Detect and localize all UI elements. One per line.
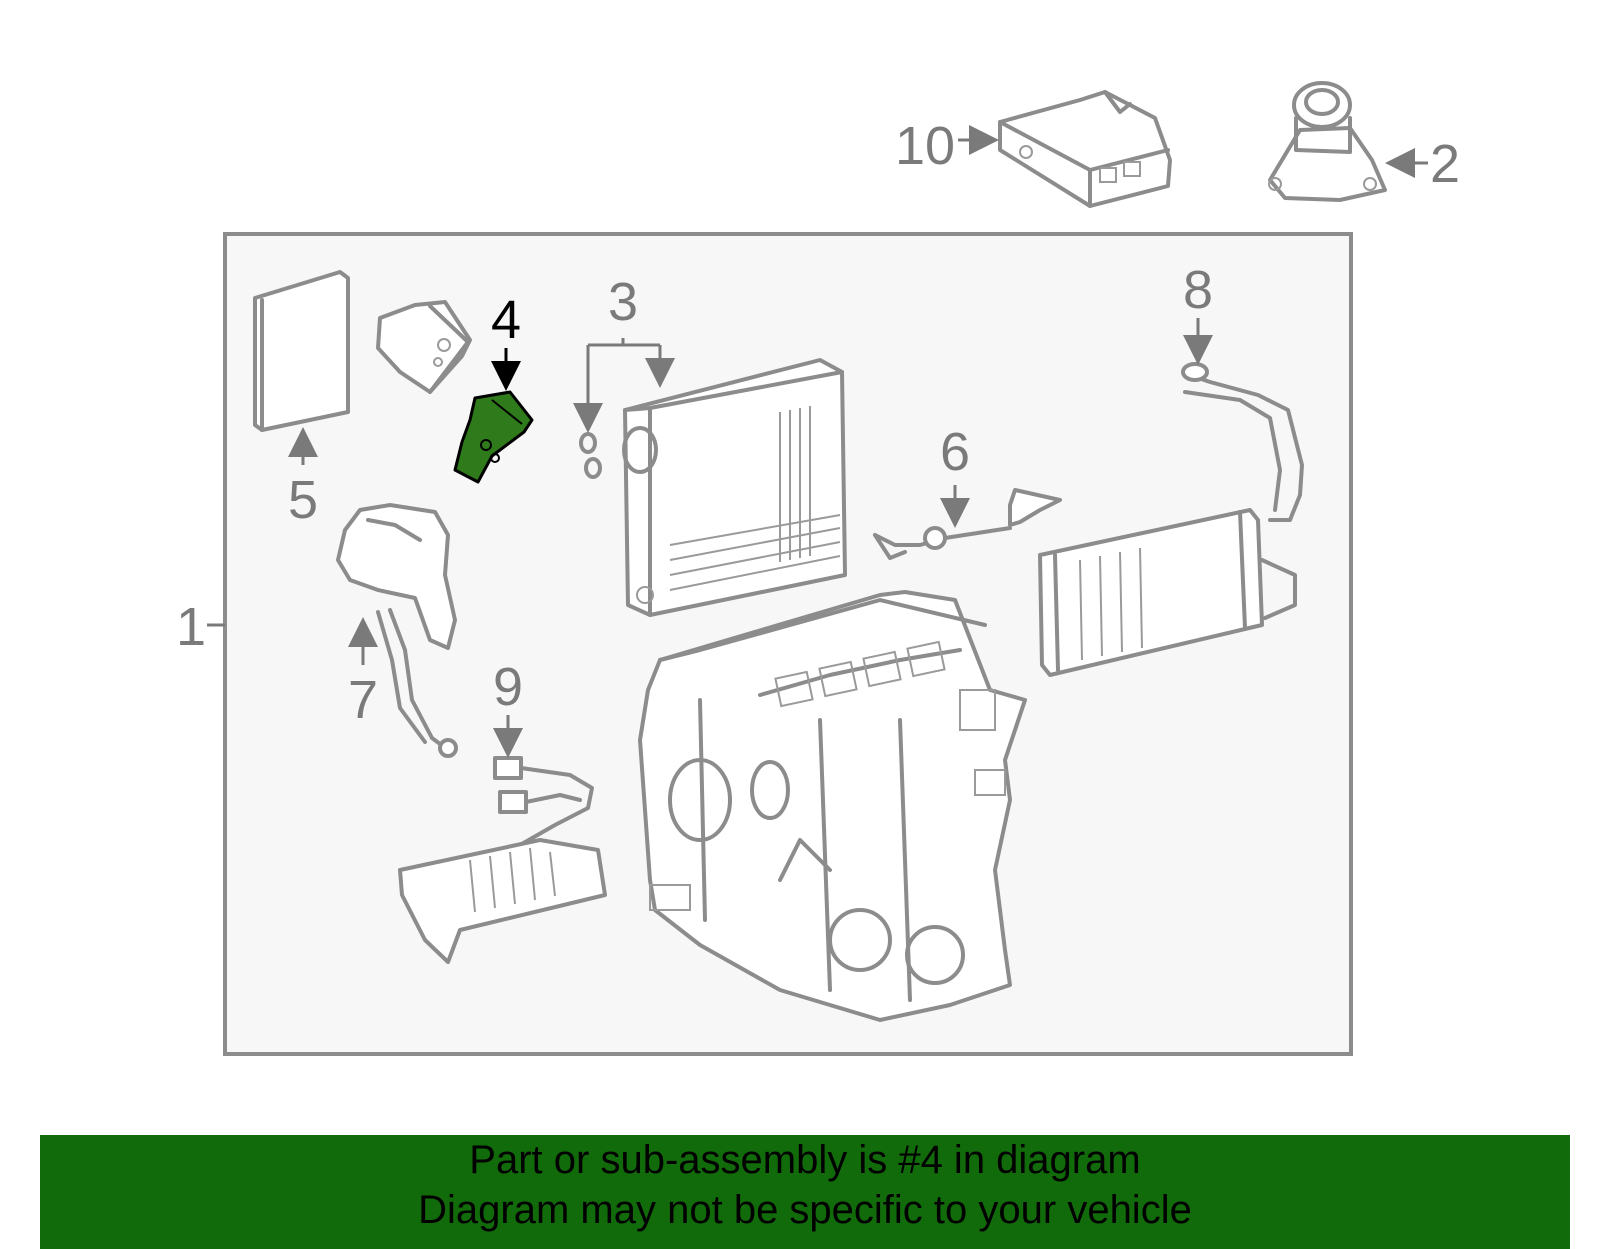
banner-line-2: Diagram may not be specific to your vehi… — [418, 1188, 1192, 1232]
part-10-control-module[interactable] — [998, 90, 1172, 208]
part-3-o-rings — [579, 432, 602, 479]
part-8-heater-core[interactable] — [1038, 362, 1304, 677]
part-7-pipe[interactable] — [336, 503, 458, 758]
servo-motor — [376, 300, 472, 394]
part-2-blower-motor[interactable] — [1268, 81, 1387, 202]
callout-label-2: 2 — [1430, 134, 1460, 194]
callout-bracket-3 — [588, 338, 660, 347]
callout-label-9: 9 — [493, 657, 523, 717]
callout-label-5: 5 — [288, 470, 318, 530]
part-3-evaporator[interactable] — [622, 358, 847, 617]
callout-label-7: 7 — [348, 670, 378, 730]
callout-label-4: 4 — [491, 290, 521, 350]
callout-label-8: 8 — [1183, 260, 1213, 320]
info-banner: Part or sub-assembly is #4 in diagram Di… — [40, 1135, 1570, 1249]
callout-label-3: 3 — [608, 272, 638, 332]
callout-label-1: 1 — [176, 597, 206, 657]
callout-label-10: 10 — [895, 116, 955, 176]
callout-label-6: 6 — [940, 422, 970, 482]
banner-line-1: Part or sub-assembly is #4 in diagram — [469, 1138, 1141, 1182]
parts-diagram: 10 2 1 5 4 — [176, 81, 1460, 1056]
hvac-case-housing — [638, 590, 1027, 1022]
part-5-cabin-filter[interactable] — [253, 270, 350, 432]
part-6-sensor[interactable] — [873, 488, 1062, 560]
part-4-expansion-valve-highlighted[interactable] — [453, 390, 534, 484]
part-9-blower-resistor[interactable] — [398, 756, 607, 964]
